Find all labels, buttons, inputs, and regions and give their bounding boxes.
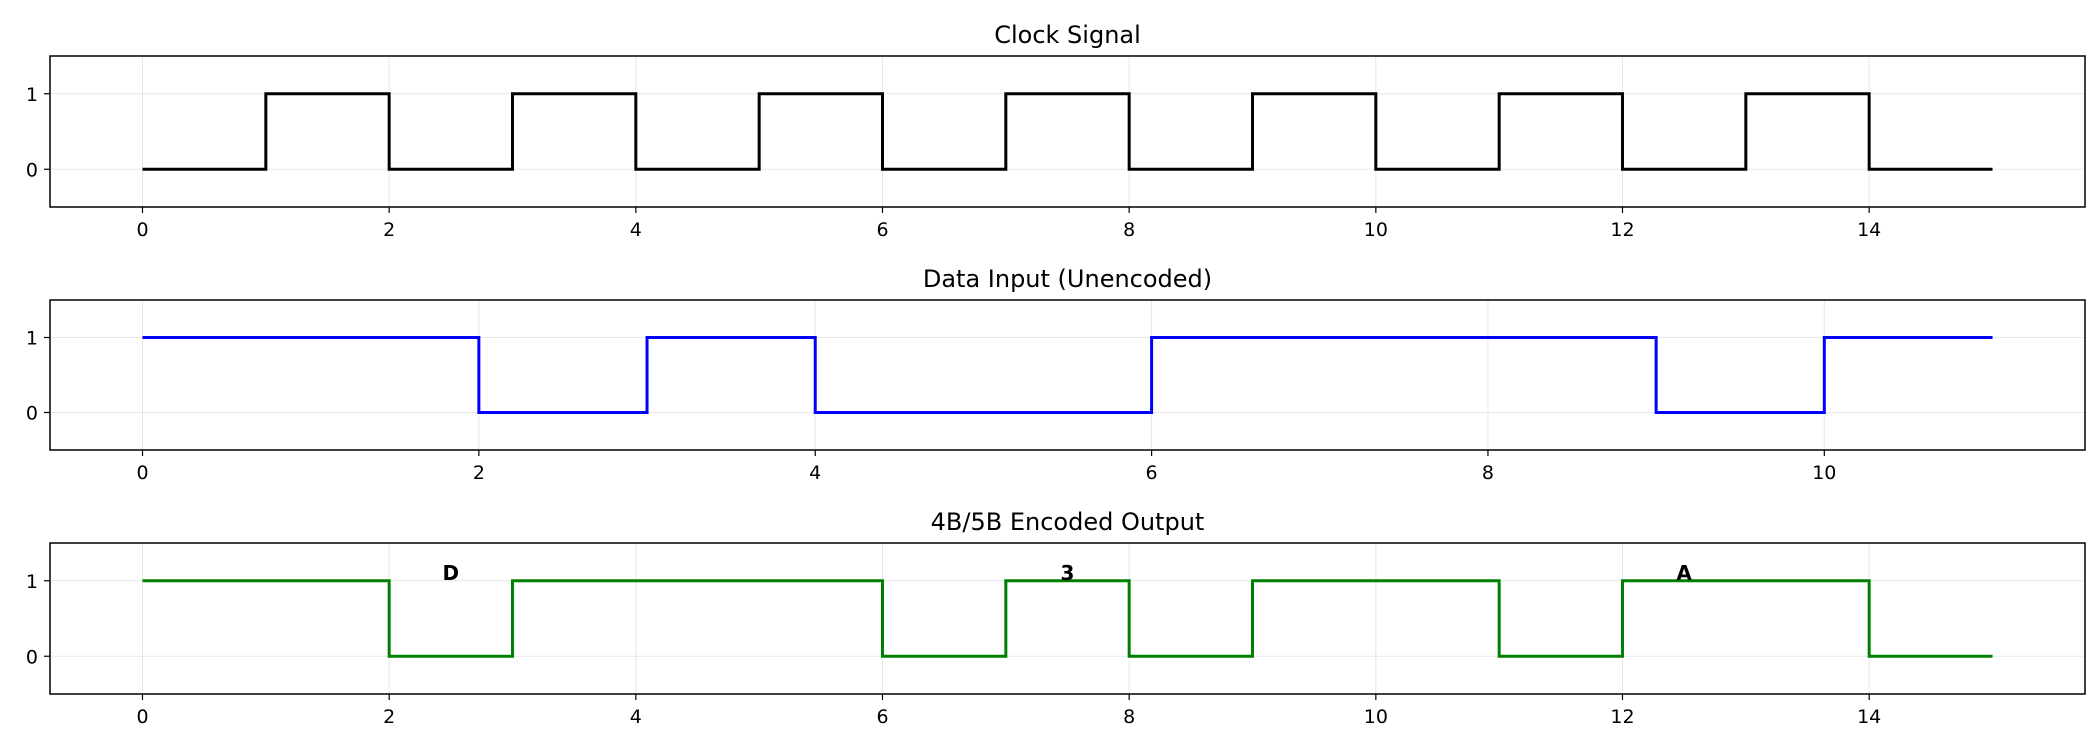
- y-tick-label: 0: [26, 159, 38, 181]
- y-tick-label: 1: [26, 84, 38, 106]
- x-tick-label: 0: [136, 706, 148, 728]
- x-tick-label: 12: [1610, 219, 1634, 241]
- x-tick-label: 14: [1857, 219, 1881, 241]
- x-tick-label: 0: [136, 462, 148, 484]
- x-tick-label: 12: [1610, 706, 1634, 728]
- x-tick-label: 6: [1146, 462, 1158, 484]
- x-tick-label: 8: [1123, 706, 1135, 728]
- signal-step-line: [142, 579, 1993, 658]
- chart-panel: Data Input (Unencoded) 0 2 4 6 8 10 0 1: [26, 265, 2086, 484]
- y-tick-label: 1: [26, 571, 38, 593]
- signal-step-line: [142, 92, 1993, 171]
- signal-step-line: [142, 336, 1993, 414]
- x-tick-label: 4: [630, 706, 642, 728]
- x-tick-label: 10: [1364, 219, 1388, 241]
- x-tick-label: 8: [1123, 219, 1135, 241]
- x-tick-label: 10: [1364, 706, 1388, 728]
- chart-title: Clock Signal: [994, 21, 1141, 49]
- x-tick-label: 2: [383, 219, 395, 241]
- chart-title: Data Input (Unencoded): [923, 265, 1212, 293]
- x-tick-label: 0: [136, 219, 148, 241]
- chart-panel: 4B/5B Encoded Output 0 2 4 6 8 10 12 14 0 1 D 3 A: [26, 508, 2086, 728]
- axes-frame: [49, 55, 2086, 208]
- chart-panel: Clock Signal 0 2 4 6 8 10 12 14 0 1: [26, 21, 2086, 241]
- annotation-label: A: [1676, 561, 1692, 585]
- y-tick-label: 0: [26, 646, 38, 668]
- y-tick-label: 0: [26, 403, 38, 425]
- x-tick-label: 4: [630, 219, 642, 241]
- x-tick-label: 10: [1812, 462, 1836, 484]
- x-tick-label: 6: [876, 706, 888, 728]
- x-tick-label: 2: [383, 706, 395, 728]
- chart-title: 4B/5B Encoded Output: [931, 508, 1205, 536]
- axes-frame: [49, 299, 2086, 451]
- annotation-label: D: [443, 561, 460, 585]
- x-tick-label: 14: [1857, 706, 1881, 728]
- x-tick-label: 8: [1482, 462, 1494, 484]
- y-tick-label: 1: [26, 328, 38, 350]
- annotation-label: 3: [1061, 561, 1075, 585]
- x-tick-label: 2: [473, 462, 485, 484]
- x-tick-label: 4: [809, 462, 821, 484]
- axes-frame: [49, 542, 2086, 695]
- x-tick-label: 6: [876, 219, 888, 241]
